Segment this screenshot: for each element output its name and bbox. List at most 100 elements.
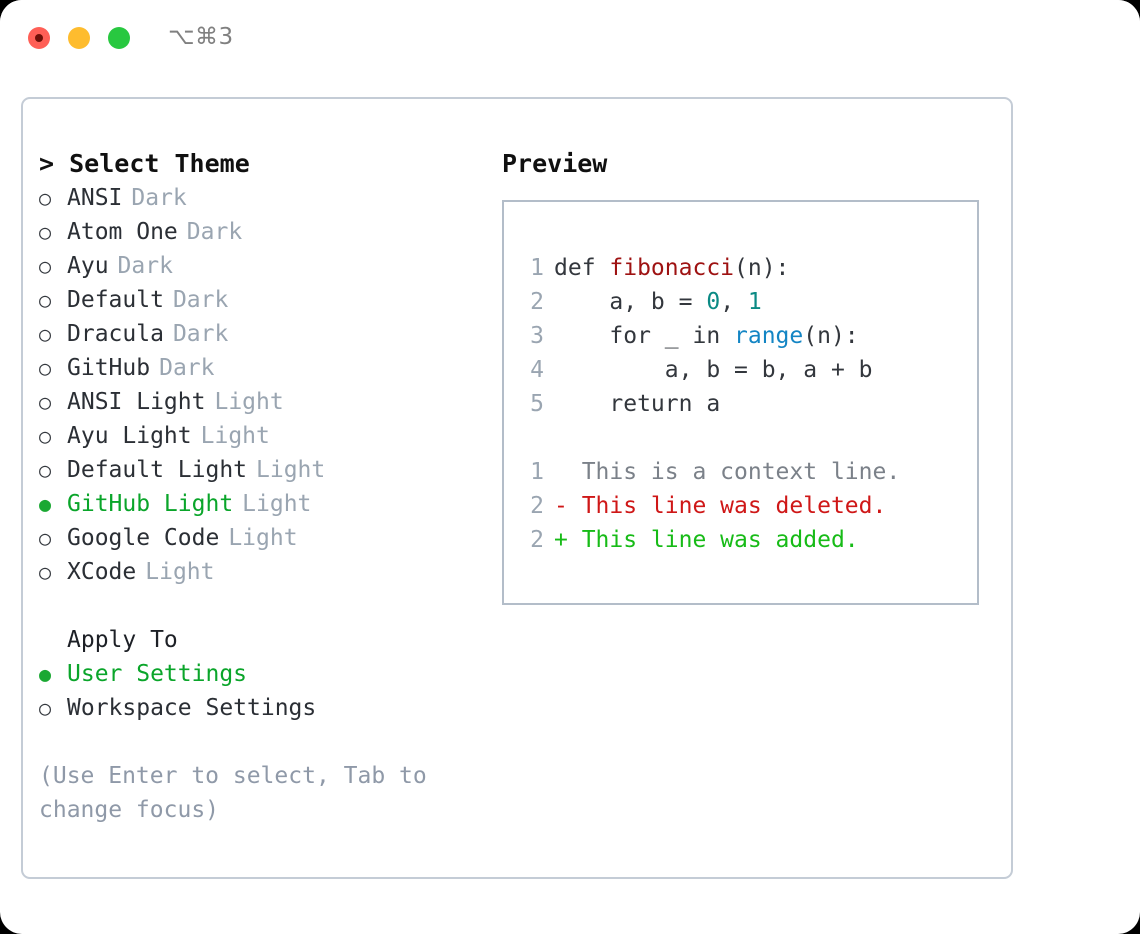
code-token-num: 0 bbox=[706, 289, 721, 315]
radio-unselected-icon[interactable]: ○ bbox=[39, 560, 52, 584]
theme-option-category: Dark bbox=[172, 287, 229, 313]
theme-option-github[interactable]: ○ GitHub Dark bbox=[39, 351, 489, 385]
radio-unselected-icon[interactable]: ○ bbox=[39, 356, 52, 380]
diff-sample: 1 This is a context line.2- This line wa… bbox=[520, 455, 977, 557]
code-line-text: for _ in range(n): bbox=[544, 319, 859, 353]
theme-option-label: Ayu Light bbox=[67, 423, 192, 449]
code-token-plain: def bbox=[554, 255, 610, 281]
theme-option-xcode[interactable]: ○ XCode Light bbox=[39, 555, 489, 589]
theme-option-category: Light bbox=[214, 389, 284, 415]
code-line: 3 for _ in range(n): bbox=[520, 319, 977, 353]
radio-unselected-icon[interactable]: ○ bbox=[39, 526, 52, 550]
code-token-plain: (n): bbox=[734, 255, 790, 281]
diff-line-number: 2 bbox=[530, 527, 544, 553]
theme-option-category: Dark bbox=[159, 355, 215, 381]
code-token-plain: for _ in bbox=[554, 323, 735, 349]
diff-line-text: + This line was added. bbox=[554, 527, 859, 553]
preview-title: Preview bbox=[502, 149, 608, 178]
radio-unselected-icon[interactable]: ○ bbox=[39, 424, 52, 448]
code-token-plain: return a bbox=[554, 391, 721, 417]
theme-option-label: XCode bbox=[67, 559, 137, 585]
theme-option-category: Light bbox=[200, 423, 270, 449]
diff-line-del: 2- This line was deleted. bbox=[520, 489, 977, 523]
code-line-number: 1 bbox=[530, 255, 544, 281]
radio-unselected-icon[interactable]: ○ bbox=[39, 254, 52, 278]
apply-to-option-list[interactable]: ● User Settings ○ Workspace Settings bbox=[39, 657, 489, 725]
code-line-number: 5 bbox=[530, 391, 544, 417]
radio-unselected-icon[interactable]: ○ bbox=[39, 288, 52, 312]
diff-line-text: - This line was deleted. bbox=[554, 493, 887, 519]
apply-to-option-label: Workspace Settings bbox=[67, 695, 317, 721]
theme-option-default[interactable]: ○ Default Dark bbox=[39, 283, 489, 317]
code-line-number: 2 bbox=[530, 289, 544, 315]
zoom-button-icon[interactable] bbox=[108, 27, 130, 49]
theme-option-label: ANSI Light bbox=[67, 389, 206, 415]
diff-line-number: 1 bbox=[530, 459, 544, 485]
code-token-plain: a, b = b, a + b bbox=[554, 357, 873, 383]
code-line: 1 def fibonacci(n): bbox=[520, 251, 977, 285]
prompt-caret-icon: > bbox=[39, 149, 55, 178]
theme-option-ayu-light[interactable]: ○ Ayu Light Light bbox=[39, 419, 489, 453]
theme-option-category: Dark bbox=[131, 185, 187, 211]
apply-to-option-workspace-settings[interactable]: ○ Workspace Settings bbox=[39, 691, 489, 725]
page-title: > Select Theme bbox=[39, 147, 489, 181]
code-line: 2 a, b = 0, 1 bbox=[520, 285, 977, 319]
theme-option-category: Dark bbox=[172, 321, 229, 347]
radio-unselected-icon[interactable]: ○ bbox=[39, 186, 52, 210]
close-button-icon[interactable] bbox=[28, 27, 50, 49]
theme-option-label: Dracula bbox=[67, 321, 164, 347]
radio-selected-icon[interactable]: ● bbox=[39, 662, 52, 686]
theme-option-category: Light bbox=[256, 457, 326, 483]
theme-option-label: ANSI bbox=[67, 185, 123, 211]
theme-option-label: GitHub bbox=[67, 355, 151, 381]
diff-line-add: 2 + This line was added. bbox=[520, 523, 977, 557]
theme-option-category: Dark bbox=[186, 219, 243, 245]
code-line-text: a, b = b, a + b bbox=[544, 353, 873, 387]
preview-separator bbox=[520, 421, 977, 455]
section-title-label: Select Theme bbox=[69, 149, 250, 178]
code-line-number: 3 bbox=[530, 323, 544, 349]
code-line-text: a, b = 0, 1 bbox=[544, 285, 762, 319]
code-token-fn: fibonacci bbox=[609, 255, 735, 281]
code-line-number: 4 bbox=[530, 357, 544, 383]
diff-line-text: This is a context line. bbox=[554, 459, 901, 485]
radio-unselected-icon[interactable]: ○ bbox=[39, 322, 52, 346]
apply-to-option-user-settings[interactable]: ● User Settings bbox=[39, 657, 489, 691]
theme-option-ansi-light[interactable]: ○ ANSI Light Light bbox=[39, 385, 489, 419]
radio-unselected-icon[interactable]: ○ bbox=[39, 696, 52, 720]
code-token-plain: (n): bbox=[803, 323, 859, 349]
theme-option-dracula[interactable]: ○ Dracula Dark bbox=[39, 317, 489, 351]
keyboard-shortcut-label: ⌥⌘3 bbox=[168, 24, 234, 50]
apply-to-label: Apply To bbox=[67, 627, 178, 653]
radio-unselected-icon[interactable]: ○ bbox=[39, 458, 52, 482]
code-token-call: range bbox=[734, 323, 804, 349]
radio-unselected-icon[interactable]: ○ bbox=[39, 390, 52, 414]
theme-option-label: Ayu bbox=[67, 253, 109, 279]
minimize-button-icon[interactable] bbox=[68, 27, 90, 49]
code-line: 5 return a bbox=[520, 387, 977, 421]
code-line-text: return a bbox=[544, 387, 720, 421]
theme-option-default-light[interactable]: ○ Default Light Light bbox=[39, 453, 489, 487]
theme-option-label: Default Light bbox=[67, 457, 248, 483]
theme-option-category: Light bbox=[145, 559, 215, 585]
theme-option-ansi[interactable]: ○ ANSI Dark bbox=[39, 181, 489, 215]
theme-option-label: GitHub Light bbox=[67, 491, 234, 517]
apply-to-option-label: User Settings bbox=[67, 661, 248, 687]
theme-option-label: Default bbox=[67, 287, 164, 313]
radio-selected-icon[interactable]: ● bbox=[39, 492, 52, 516]
code-token-num: 1 bbox=[747, 289, 762, 315]
theme-option-category: Light bbox=[228, 525, 298, 551]
window-controls bbox=[28, 27, 130, 49]
code-token-plain: , bbox=[720, 289, 748, 315]
radio-unselected-icon[interactable]: ○ bbox=[39, 220, 52, 244]
